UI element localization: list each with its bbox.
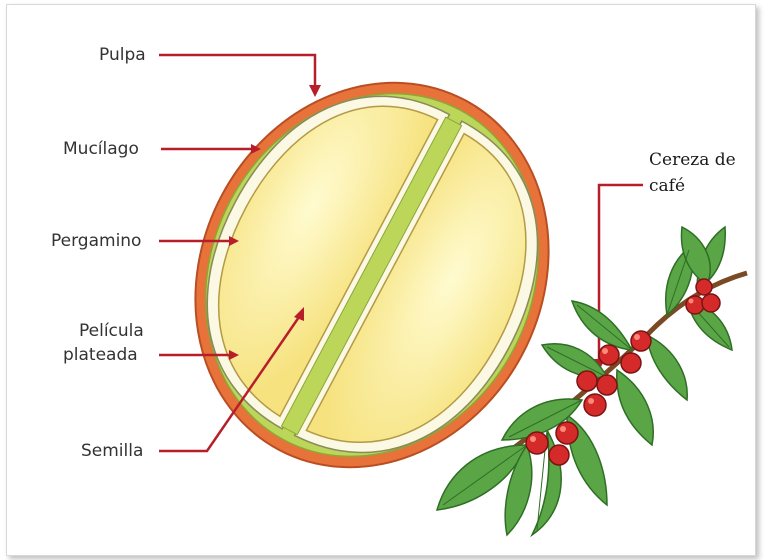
label-pelicula-line1: Película — [79, 321, 144, 341]
cherry-icon — [621, 353, 641, 373]
cherry-icon — [599, 345, 619, 365]
label-cereza-line1: Cereza de — [649, 149, 736, 171]
cherry-icon — [584, 394, 606, 416]
pointer-pulpa — [159, 55, 315, 87]
coffee-bean-diagram — [7, 5, 755, 555]
cherry-icon — [597, 375, 617, 395]
cherries — [526, 279, 720, 465]
cherry-icon — [686, 296, 704, 314]
cherry-icon — [702, 294, 720, 312]
label-mucilago: Mucílago — [63, 139, 139, 159]
label-semilla: Semilla — [81, 441, 143, 461]
label-pulpa: Pulpa — [99, 45, 146, 65]
cherry-icon — [696, 279, 712, 295]
diagram-frame: Pulpa Mucílago Pergamino Película platea… — [6, 4, 756, 556]
cherry-icon — [556, 422, 578, 444]
cherry-icon — [549, 445, 569, 465]
cherry-icon — [631, 331, 651, 351]
label-cereza-line2: café — [649, 175, 685, 197]
cherry-icon — [577, 371, 597, 391]
cherry-icon — [526, 432, 548, 454]
label-pelicula-line2: plateada — [63, 345, 138, 365]
label-pergamino: Pergamino — [51, 231, 141, 251]
